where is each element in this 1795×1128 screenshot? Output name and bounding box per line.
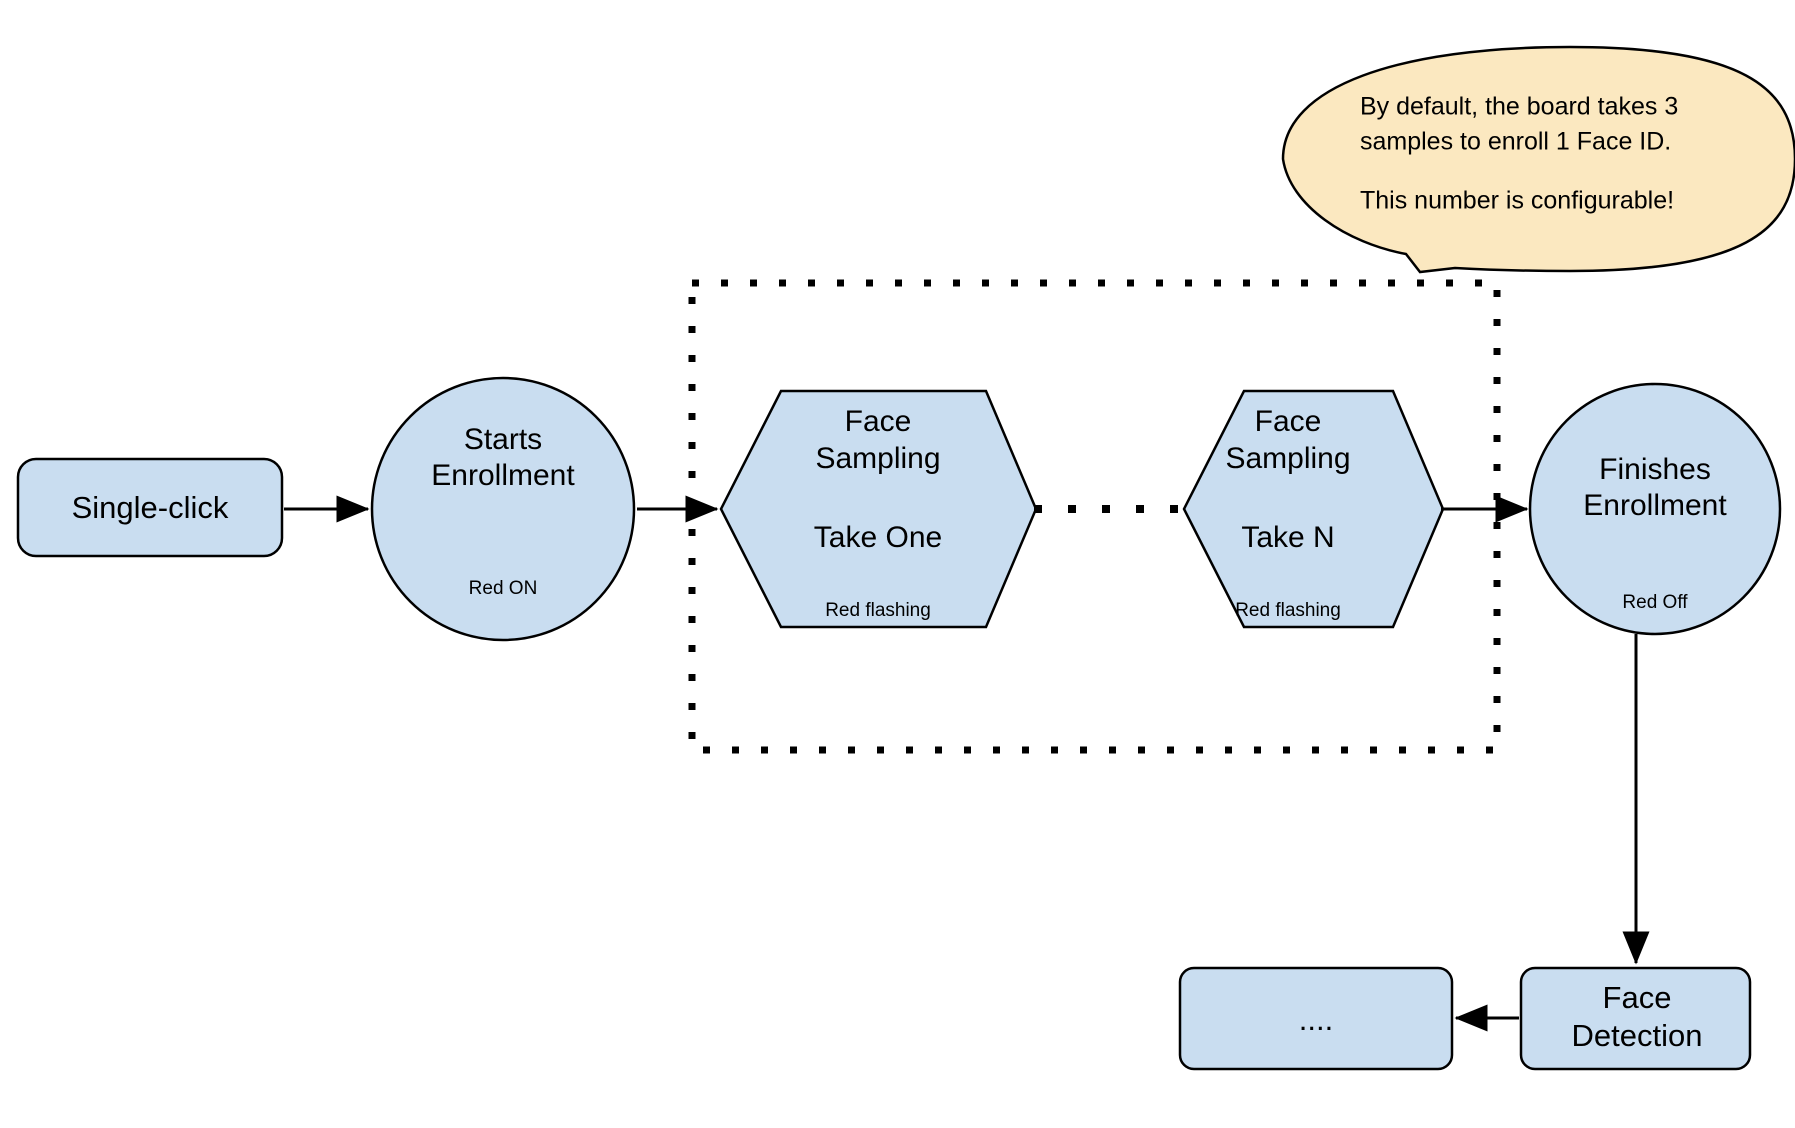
single-click-shape bbox=[16, 457, 284, 558]
finishes-enrollment-shape bbox=[1528, 382, 1782, 636]
ellipsis-box-label: .... bbox=[1299, 1002, 1333, 1037]
starts-enrollment-label-line2: Enrollment bbox=[431, 459, 575, 492]
face-sampling-n-label-line3: Take N bbox=[1241, 521, 1334, 554]
face-sampling-n-status: Red flashing bbox=[1235, 600, 1341, 621]
callout-line2: samples to enroll 1 Face ID. bbox=[1360, 128, 1671, 156]
face-sampling-one-label-line3: Take One bbox=[814, 521, 942, 554]
face-sampling-one-label-line2: Sampling bbox=[815, 442, 940, 475]
face-detection-label-line1: Face bbox=[1603, 980, 1672, 1015]
face-sampling-n-label-line1: Face bbox=[1255, 405, 1322, 438]
face-sampling-one-status: Red flashing bbox=[825, 600, 931, 621]
face-sampling-one-label-line1: Face bbox=[845, 405, 912, 438]
node-ellipsis-box[interactable]: .... bbox=[1178, 966, 1454, 1071]
starts-enrollment-label-line1: Starts bbox=[464, 423, 542, 456]
ellipsis-box-shape bbox=[1178, 966, 1454, 1071]
starts-enrollment-shape bbox=[370, 376, 636, 642]
callout-shape bbox=[1281, 45, 1795, 274]
single-click-label: Single-click bbox=[72, 490, 229, 525]
face-detection-label-line2: Detection bbox=[1572, 1018, 1703, 1053]
node-face-detection[interactable]: Face Detection bbox=[1519, 966, 1752, 1071]
finishes-enrollment-label-line1: Finishes bbox=[1599, 453, 1711, 486]
node-face-sampling-take-n[interactable]: Face Sampling Take N Red flashing bbox=[1182, 389, 1445, 629]
face-detection-shape bbox=[1519, 966, 1752, 1071]
face-sampling-n-label-line2: Sampling bbox=[1225, 442, 1350, 475]
finishes-enrollment-status: Red Off bbox=[1622, 592, 1688, 613]
callout-bubble: By default, the board takes 3 samples to… bbox=[1281, 45, 1795, 274]
finishes-enrollment-label-line2: Enrollment bbox=[1583, 489, 1727, 522]
callout-line1: By default, the board takes 3 bbox=[1360, 93, 1678, 121]
starts-enrollment-status: Red ON bbox=[469, 578, 538, 599]
node-face-sampling-take-one[interactable]: Face Sampling Take One Red flashing bbox=[719, 389, 1038, 629]
node-starts-enrollment[interactable]: Starts Enrollment Red ON bbox=[370, 376, 636, 642]
face-sampling-n-shape bbox=[1182, 389, 1445, 629]
node-finishes-enrollment[interactable]: Finishes Enrollment Red Off bbox=[1528, 382, 1782, 636]
callout-line3: This number is configurable! bbox=[1360, 187, 1674, 215]
face-sampling-one-shape bbox=[719, 389, 1038, 629]
node-single-click[interactable]: Single-click bbox=[16, 457, 284, 558]
